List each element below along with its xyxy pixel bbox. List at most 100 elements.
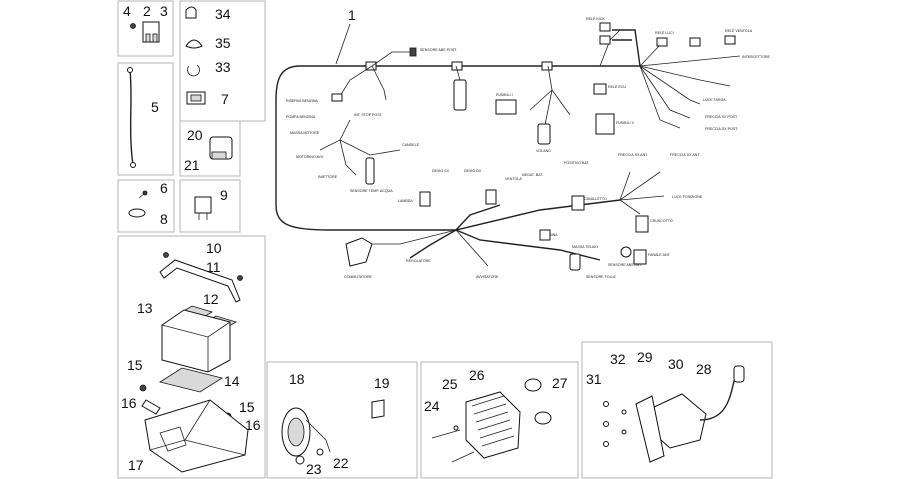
callout-27: 27 bbox=[552, 375, 568, 391]
fuse-box-2 bbox=[595, 113, 615, 135]
callout-20: 20 bbox=[187, 127, 203, 143]
callout-5: 5 bbox=[151, 99, 159, 115]
grommet-top bbox=[524, 378, 542, 392]
label-lambda: LAMBDA bbox=[398, 199, 413, 203]
box-relay-9: 9 bbox=[179, 179, 241, 233]
callout-32: 32 bbox=[610, 351, 626, 367]
label-front-right-indicator: FRECCIA DX ANT. bbox=[670, 153, 700, 157]
horn-bracket bbox=[371, 399, 385, 419]
label-starter-ground: MASSA MOTORE bbox=[290, 131, 320, 135]
callout-22: 22 bbox=[333, 455, 349, 471]
callout-3: 3 bbox=[160, 3, 168, 19]
callout-35: 35 bbox=[215, 35, 231, 51]
label-fuses-1: FUSIBILI I bbox=[496, 93, 513, 97]
clip-34 bbox=[185, 6, 197, 19]
screw-part bbox=[130, 23, 136, 29]
callout-30: 30 bbox=[668, 356, 684, 372]
callout-8: 8 bbox=[160, 211, 168, 227]
callout-19: 19 bbox=[374, 375, 390, 391]
callout-2: 2 bbox=[143, 3, 151, 19]
box-regulator: 26 25 27 24 bbox=[420, 361, 579, 479]
clip-33 bbox=[187, 64, 200, 77]
grommet-bottom bbox=[534, 411, 552, 425]
callout-33: 33 bbox=[215, 59, 231, 75]
callout-1: 1 bbox=[348, 7, 356, 23]
callout-34: 34 bbox=[215, 6, 231, 22]
label-front-left-indicator: FRECCIA SX ANT. bbox=[618, 153, 648, 157]
box-battery: 10 11 12 13 14 15 15 16 16 17 bbox=[117, 235, 266, 479]
label-rear-speed-sensor: SENSORE ABS POST. bbox=[420, 48, 457, 52]
box-cable: 5 bbox=[117, 62, 174, 176]
callout-26: 26 bbox=[469, 367, 485, 383]
label-regulator: REGOLATORE bbox=[406, 259, 431, 263]
label-fuses-2: FUSIBILI II bbox=[616, 121, 634, 125]
label-headlight: FANALE ANT. bbox=[648, 253, 671, 257]
label-position-light: LUCE POSIZIONE bbox=[672, 195, 703, 199]
main-wiring-harness: 1 SENSORE ABS POST. RELÉ KICK RELÈ LUCI … bbox=[275, 7, 770, 279]
callout-21: 21 bbox=[184, 157, 200, 173]
box-horn: 18 19 22 23 bbox=[266, 361, 418, 479]
label-ignition-key: COMMUTATORE bbox=[344, 275, 373, 279]
label-neutral: SENSORE FOLLE bbox=[586, 275, 617, 279]
label-water-temp: SENSORE TEMP. ACQUA bbox=[350, 189, 393, 193]
washer-8 bbox=[128, 208, 146, 218]
callout-29: 29 bbox=[637, 349, 653, 365]
clip-35 bbox=[185, 39, 203, 49]
callout-28: 28 bbox=[696, 361, 712, 377]
label-fuel-pump: POMPA BENZINA bbox=[286, 115, 316, 119]
label-license-light: LUCE TARGA bbox=[703, 98, 726, 102]
label-side-stand: CAVALLETTO bbox=[584, 197, 607, 201]
fuel-pump-connector bbox=[453, 79, 467, 111]
callout-17: 17 bbox=[128, 457, 144, 473]
battery-pad-14 bbox=[158, 367, 224, 393]
label-rear-stop-switch: INT. STOP POST. bbox=[354, 113, 383, 117]
callout-11: 11 bbox=[206, 259, 221, 275]
callout-4: 4 bbox=[123, 3, 131, 19]
callout-13: 13 bbox=[137, 300, 153, 316]
callout-9: 9 bbox=[220, 187, 228, 203]
dashboard-connector bbox=[635, 215, 649, 233]
label-dashboard: CRUSCOTTO bbox=[650, 219, 673, 223]
callout-7: 7 bbox=[221, 91, 229, 107]
label-relay-kick: RELÉ KICK bbox=[586, 16, 605, 21]
label-flywheel: VOLANO bbox=[536, 149, 551, 153]
callout-16-right: 16 bbox=[245, 417, 261, 433]
ignition-switch bbox=[345, 237, 373, 267]
battery-strap bbox=[159, 259, 241, 303]
callout-18: 18 bbox=[289, 371, 305, 387]
label-relay-luci: RELÈ LUCI bbox=[655, 30, 674, 35]
label-battery-negative: NEGAT. BAT. bbox=[522, 173, 543, 177]
ground-cable bbox=[129, 69, 134, 166]
label-horn: AVVISATORE bbox=[476, 275, 499, 279]
label-injector: INIETTORE bbox=[318, 175, 338, 179]
box-switch: 20 21 bbox=[179, 120, 241, 177]
callout-23: 23 bbox=[306, 461, 322, 477]
label-fan: VENTOLA bbox=[505, 177, 522, 181]
callout-14: 14 bbox=[224, 373, 240, 389]
callout-6: 6 bbox=[160, 180, 168, 196]
callout-10: 10 bbox=[206, 240, 222, 256]
battery bbox=[161, 309, 231, 373]
label-coil: BOBINA bbox=[544, 233, 558, 237]
label-ecu-relay: RELÈ ECU bbox=[608, 84, 626, 89]
box-clips: 34 35 33 7 bbox=[179, 0, 266, 122]
label-sx-switch: DEVIO SX bbox=[432, 169, 450, 173]
callout-16-left: 16 bbox=[121, 395, 137, 411]
callout-15-right: 15 bbox=[239, 399, 255, 415]
box-relay-parts: 4 2 3 bbox=[117, 0, 174, 57]
label-rear-left-indicator: FRECCIA SX POST. bbox=[705, 115, 738, 119]
harness-trunk bbox=[275, 65, 640, 231]
battery-tray bbox=[144, 399, 249, 473]
fuse-box-1 bbox=[495, 99, 517, 115]
gasket bbox=[635, 395, 665, 463]
label-dx-switch: DEVIO DX bbox=[464, 169, 482, 173]
callout-12: 12 bbox=[203, 291, 219, 307]
relay-9 bbox=[194, 196, 212, 214]
label-starter-motor: MOTORINO AVV. bbox=[296, 155, 324, 159]
callout-15-left: 15 bbox=[127, 357, 143, 373]
label-interceptor: INTERCETTORE bbox=[742, 55, 770, 59]
label-rear-right-indicator: FRECCIA DX POST. bbox=[705, 127, 738, 131]
callout-25: 25 bbox=[442, 376, 458, 392]
